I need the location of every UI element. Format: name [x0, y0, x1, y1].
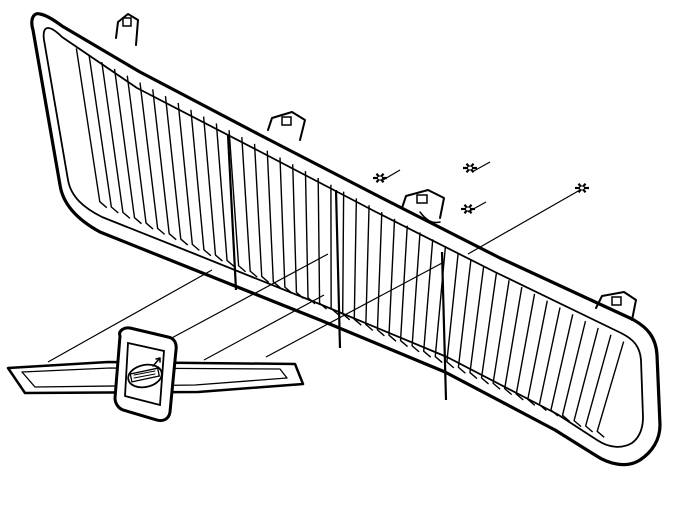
grille-slat	[469, 266, 485, 380]
grille-slat	[266, 150, 281, 289]
fastener-nut	[463, 162, 477, 174]
mounting-tab	[595, 291, 637, 321]
mounting-tab	[267, 111, 306, 141]
grille-slat	[215, 123, 235, 267]
grille-slat	[561, 320, 587, 422]
grille-slat	[75, 48, 108, 209]
grille-slat	[584, 334, 612, 433]
grille-slat	[101, 61, 131, 219]
grille-divider	[334, 189, 342, 349]
mounting-tabs	[115, 13, 637, 321]
grille-slat	[492, 280, 510, 390]
grille-slat	[228, 130, 247, 273]
grille-slat	[399, 225, 409, 348]
grille-slat	[304, 171, 316, 305]
grille-slat	[152, 89, 177, 241]
grille-slat	[292, 164, 304, 299]
grille-slat	[376, 212, 385, 337]
grille-slat	[480, 273, 498, 385]
mounting-tab	[401, 189, 445, 219]
grille-slat	[596, 341, 625, 438]
tab-flange	[419, 211, 441, 224]
grille-slat	[573, 327, 599, 428]
fastener-nut	[575, 182, 589, 194]
grille-slat	[538, 307, 561, 412]
grille-slat	[503, 286, 523, 396]
grille-vertical-slats	[75, 48, 625, 438]
grille-slat	[353, 198, 362, 326]
grille-slat	[388, 218, 397, 342]
grille-slat	[411, 232, 421, 353]
grille-slat	[126, 75, 154, 230]
grille-slat	[241, 137, 258, 278]
fasteners	[373, 162, 589, 215]
grille-slat	[317, 177, 328, 310]
grille-slat	[515, 293, 536, 401]
grille-slat	[342, 191, 351, 321]
grille-slat	[527, 300, 548, 406]
assembly-lines	[47, 161, 581, 363]
mounting-tab	[115, 13, 139, 46]
grille-divider	[440, 251, 448, 401]
grille-slat	[457, 259, 472, 374]
grille-slat	[446, 252, 459, 369]
grille-slat	[177, 102, 200, 251]
grille-slat	[365, 205, 374, 332]
emblem-badge	[113, 326, 178, 423]
grille-slat	[139, 82, 166, 235]
grille-slat	[202, 116, 223, 262]
grille-slat	[330, 184, 339, 316]
grille-slat	[113, 68, 142, 225]
grille-frame	[30, 12, 662, 467]
grille-slat	[88, 55, 119, 214]
grille-slat	[253, 143, 270, 283]
grille-slat	[422, 239, 434, 358]
grille-divider	[226, 134, 238, 291]
grille-slat	[550, 314, 574, 417]
grille-slat	[190, 109, 212, 257]
grille-slat	[279, 157, 293, 294]
grille-slat	[164, 96, 189, 246]
fastener-nut	[461, 203, 475, 215]
fastener-nut	[373, 172, 387, 184]
